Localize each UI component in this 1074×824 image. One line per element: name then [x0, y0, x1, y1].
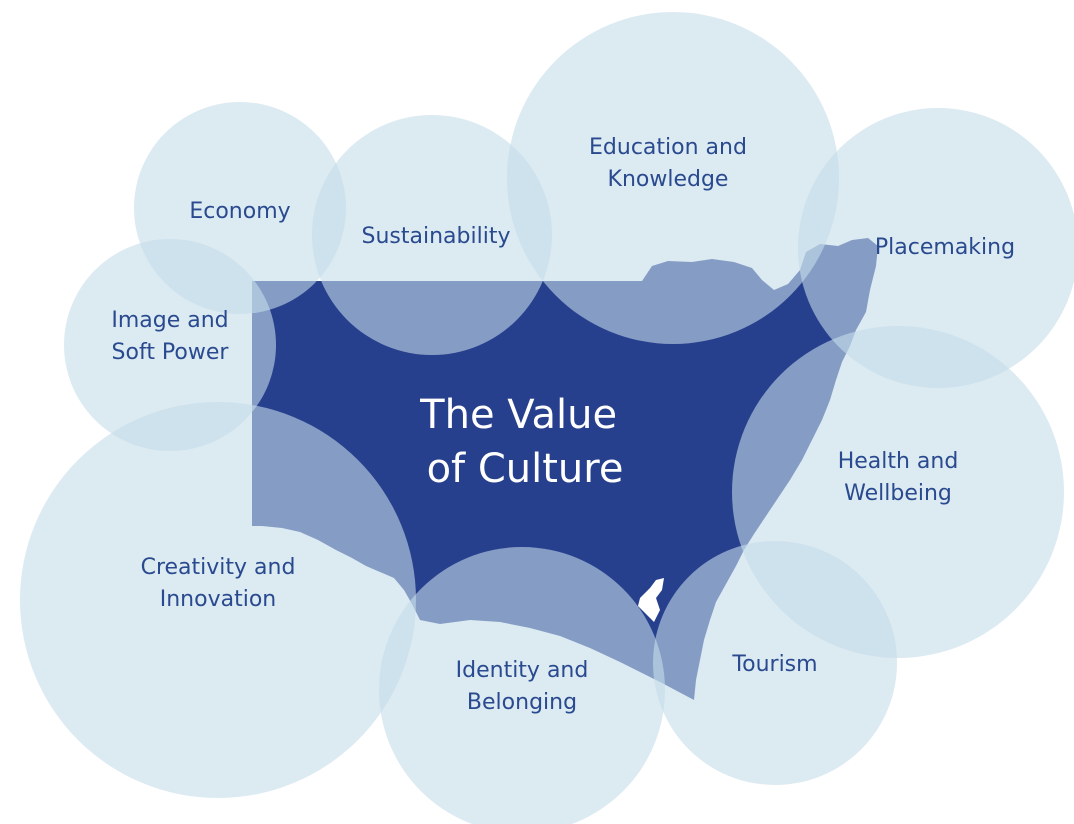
label-education-line-1: Education and [589, 135, 747, 160]
act-shape [638, 578, 664, 622]
label-identity-line-1: Identity and [456, 658, 589, 683]
label-economy-line-1: Economy [189, 199, 290, 224]
label-image-line-2: Soft Power [112, 340, 230, 365]
label-image-line-1: Image and [111, 308, 228, 333]
label-sustainability-line-1: Sustainability [362, 224, 511, 249]
circle-sustainability [312, 115, 552, 355]
label-economy: Economy [189, 199, 290, 224]
circle-image [64, 239, 276, 451]
label-education-line-2: Knowledge [608, 167, 729, 192]
label-health-line-1: Health and [838, 449, 959, 474]
diagram-title: The Value of Culture [419, 392, 630, 492]
label-tourism: Tourism [731, 652, 817, 677]
label-sustainability: Sustainability [362, 224, 511, 249]
diagram-title-line-2: of Culture [427, 446, 624, 492]
diagram-title-line-1: The Value [419, 392, 617, 438]
circle-identity [379, 547, 665, 824]
label-health-line-2: Wellbeing [844, 481, 952, 506]
label-creativity-line-1: Creativity and [141, 555, 296, 580]
label-creativity-line-2: Innovation [160, 587, 276, 612]
circle-education [507, 12, 839, 344]
label-tourism-line-1: Tourism [731, 652, 817, 677]
label-identity-line-2: Belonging [467, 690, 577, 715]
label-placemaking: Placemaking [875, 235, 1015, 260]
circle-creativity [20, 402, 416, 798]
circle-placemaking [798, 108, 1074, 388]
circles-layer [20, 12, 1074, 824]
label-placemaking-line-1: Placemaking [875, 235, 1015, 260]
circle-tourism [653, 541, 897, 785]
